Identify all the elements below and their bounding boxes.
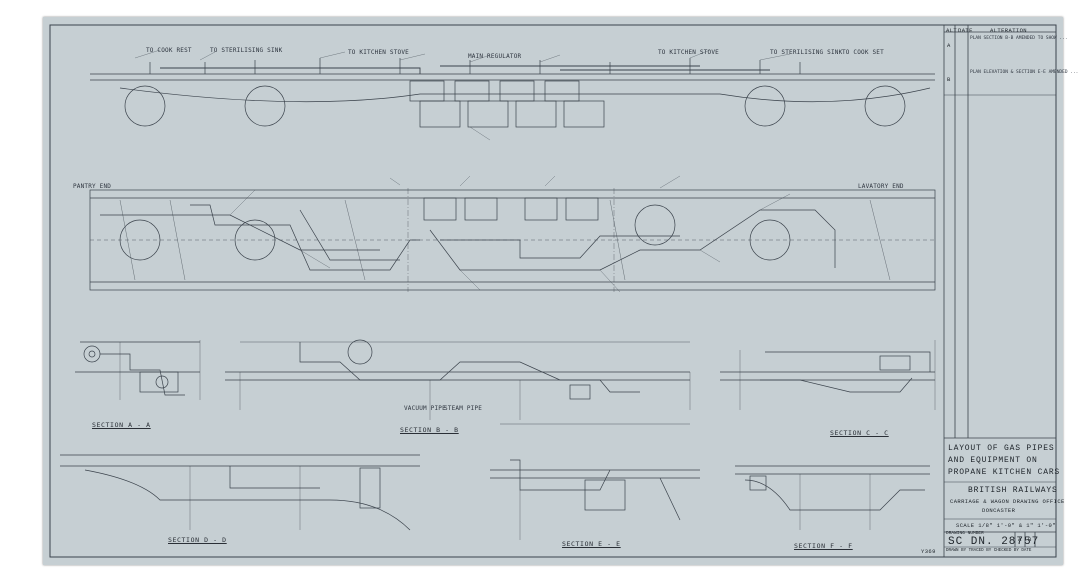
label-main-regulator: MAIN REGULATOR xyxy=(468,53,522,60)
drawing-office: CARRIAGE & WAGON DRAWING OFFICE xyxy=(950,498,1065,505)
drawing-office-location: DONCASTER xyxy=(982,507,1016,514)
ab-a: A xyxy=(1018,536,1022,543)
label-to-cook-set: TO COOK SET xyxy=(842,49,884,56)
rev-header-date: DATE xyxy=(958,27,973,34)
rev-a-text: PLAN SECTION B-B AMENDED TO SHOW ... xyxy=(970,36,1068,41)
rev-b-letter: B xyxy=(947,76,951,83)
rev-b-text: PLAN ELEVATION & SECTION E-E AMENDED ... xyxy=(970,70,1079,75)
sign-row: DRAWN BY TRACED BY CHECKED BY DATE xyxy=(946,549,1032,553)
rev-header-alt: ALT xyxy=(946,27,958,34)
section-title-ee: SECTION E - E xyxy=(562,540,621,548)
org-name: BRITISH RAILWAYS xyxy=(968,486,1058,495)
rev-a-letter: A xyxy=(947,42,951,49)
label-to-kitchen-stove-2: TO KITCHEN STOVE xyxy=(658,49,719,56)
ab-b: B xyxy=(1028,536,1032,543)
label-to-cook-rest: TO COOK REST xyxy=(146,47,192,54)
label-to-steriliser-sink-2: TO STERILISING SINK xyxy=(770,49,843,56)
scale-note: SCALE 1/8" 1'-0" & 1" 1'-0" xyxy=(956,522,1056,529)
label-vacuum-pipe: VACUUM PIPE xyxy=(404,405,446,412)
label-lavatory-end: LAVATORY END xyxy=(858,183,904,190)
drawing-number: SC DN. 28757 xyxy=(948,536,1040,548)
section-title-aa: SECTION A - A xyxy=(92,421,151,429)
section-title-ff: SECTION F - F xyxy=(794,542,853,550)
section-title-bb: SECTION B - B xyxy=(400,426,459,434)
reference-number: Y369 xyxy=(921,548,936,555)
label-to-steriliser-sink: TO STERILISING SINK xyxy=(210,47,283,54)
rev-header-alteration: ALTERATION xyxy=(990,27,1028,34)
section-title-dd: SECTION D - D xyxy=(168,536,227,544)
title-line-1: LAYOUT OF GAS PIPES xyxy=(948,444,1055,453)
drawing-number-label: DRAWING NUMBER xyxy=(946,531,984,536)
label-steam-pipe: STEAM PIPE xyxy=(444,405,483,412)
label-to-kitchen-stove: TO KITCHEN STOVE xyxy=(348,49,409,56)
title-line-3: PROPANE KITCHEN CARS xyxy=(948,468,1061,477)
label-pantry-end: PANTRY END xyxy=(73,183,112,190)
section-title-cc: SECTION C - C xyxy=(830,429,889,437)
title-line-2: AND EQUIPMENT ON xyxy=(948,456,1038,465)
